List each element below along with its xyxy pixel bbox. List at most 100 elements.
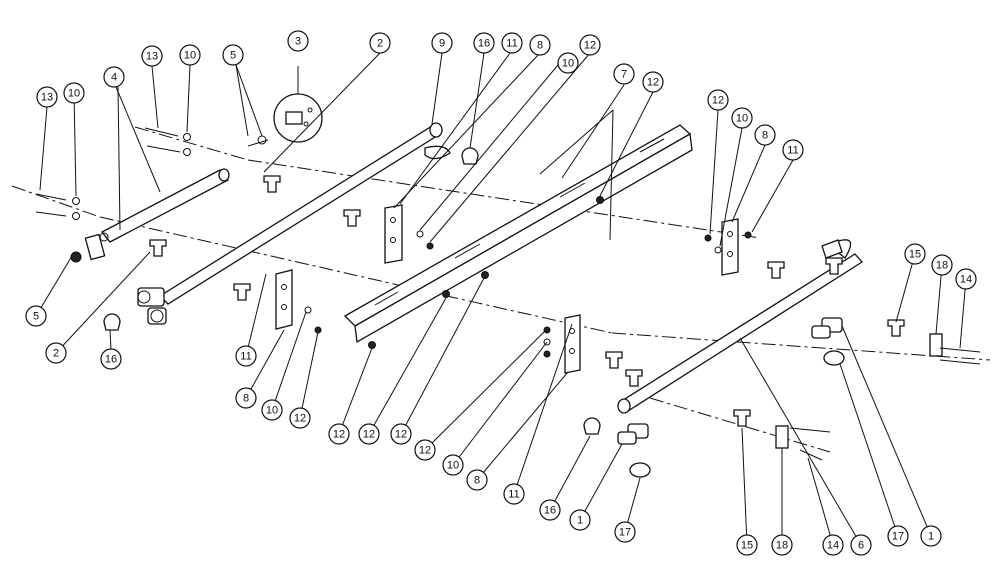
plate-18-lower (775, 425, 789, 449)
axis-left (11, 185, 101, 218)
pipe-9 (158, 122, 451, 305)
callout-12: 12 (390, 423, 412, 445)
callout-circle (369, 32, 391, 54)
callout-label: 15 (741, 540, 753, 552)
callout-label: 12 (712, 95, 724, 107)
axis-upper-left (134, 126, 249, 161)
callout-circle (235, 345, 257, 367)
callout-circle (539, 499, 561, 521)
axis-right (611, 332, 991, 361)
callout-circle (822, 534, 844, 556)
callout-circle (45, 342, 67, 364)
callout-circle (955, 268, 977, 290)
callout-circle (529, 34, 551, 56)
callout-10: 10 (63, 82, 85, 104)
nozzle-body-left (137, 287, 167, 325)
callout-label: 5 (230, 50, 236, 62)
callout-label: 14 (827, 540, 839, 552)
callout-circle (100, 348, 122, 370)
callout-circle (731, 107, 753, 129)
callout-label: 18 (776, 540, 788, 552)
callout-10: 10 (731, 107, 753, 129)
callout-label: 10 (447, 460, 459, 472)
callout-13: 13 (36, 86, 58, 108)
callout-label: 15 (909, 249, 921, 261)
callout-circle (850, 534, 872, 556)
callout-circle (63, 82, 85, 104)
callout-label: 1 (577, 515, 583, 527)
callout-10: 10 (261, 399, 283, 421)
clamp-15-lower (733, 409, 751, 427)
callout-18: 18 (771, 534, 793, 556)
callout-12: 12 (414, 439, 436, 461)
callout-label: 11 (240, 351, 251, 363)
callout-circle (782, 139, 804, 161)
callout-label: 10 (266, 405, 278, 417)
leader-lines (35, 52, 967, 546)
callout-8: 8 (529, 34, 551, 56)
callout-label: 13 (146, 51, 158, 63)
bracket-8-middle-left (275, 269, 293, 330)
callout-10: 10 (442, 454, 464, 476)
callout-17: 17 (887, 525, 909, 547)
callout-circle (25, 305, 47, 327)
callout-15: 15 (736, 534, 758, 556)
nozzle-1-lower (617, 423, 649, 445)
callout-2: 2 (45, 342, 67, 364)
callout-14: 14 (955, 268, 977, 290)
callout-circle (707, 89, 729, 111)
clamp-15-right (887, 319, 905, 337)
callout-17: 17 (614, 521, 636, 543)
bracket-8-upper-right (721, 218, 739, 276)
callout-label: 16 (544, 505, 556, 517)
callout-label: 10 (68, 88, 80, 100)
callout-circle (920, 525, 942, 547)
callout-2: 2 (369, 32, 391, 54)
cap-16-left (103, 313, 121, 331)
callout-label: 2 (377, 38, 383, 50)
callout-label: 8 (243, 393, 249, 405)
callout-label: 1 (928, 531, 934, 543)
callout-label: 5 (33, 311, 39, 323)
callout-circle (36, 86, 58, 108)
callout-circle (887, 525, 909, 547)
callout-circle (771, 534, 793, 556)
clamp-lower-middle (605, 351, 643, 387)
callout-5: 5 (25, 305, 47, 327)
callout-11: 11 (503, 483, 525, 505)
callout-circle (222, 44, 244, 66)
callout-12: 12 (289, 407, 311, 429)
axis-upper (247, 159, 761, 239)
nozzle-1-right (811, 317, 843, 339)
callout-circle (179, 44, 201, 66)
cap-17-right (823, 350, 845, 366)
callout-circle (442, 454, 464, 476)
callout-8: 8 (754, 124, 776, 146)
axis-middle (99, 216, 421, 291)
callout-1: 1 (920, 525, 942, 547)
callout-circle (931, 254, 953, 276)
clamp-right (767, 257, 843, 279)
detail-3 (273, 66, 323, 143)
callout-circle (141, 45, 163, 67)
callout-12: 12 (707, 89, 729, 111)
callout-circle (287, 30, 309, 52)
callout-12: 12 (642, 71, 664, 93)
callout-circle (289, 407, 311, 429)
plate-18-right (929, 333, 943, 357)
callout-label: 12 (294, 413, 306, 425)
callout-8: 8 (466, 469, 488, 491)
callout-9: 9 (431, 32, 453, 54)
callout-label: 12 (419, 445, 431, 457)
callout-circle (328, 423, 350, 445)
callout-label: 6 (858, 540, 864, 552)
callout-label: 17 (892, 531, 904, 543)
callout-12: 12 (358, 423, 380, 445)
callout-label: 2 (53, 348, 59, 360)
callout-label: 10 (184, 50, 196, 62)
callout-label: 16 (105, 354, 117, 366)
callout-8: 8 (235, 387, 257, 409)
